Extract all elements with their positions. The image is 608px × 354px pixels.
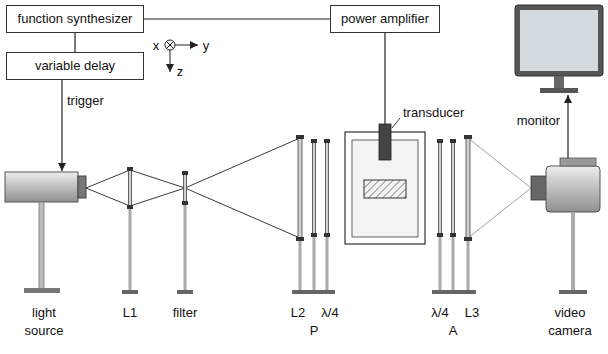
instrument-box: power amplifier (330, 5, 440, 33)
part-label: λ/4 (431, 304, 448, 322)
camera-body (546, 166, 600, 212)
post (313, 237, 316, 290)
post (39, 202, 44, 290)
part-label: video camera (541, 304, 599, 340)
post-base (24, 288, 60, 293)
post-base (292, 290, 308, 294)
post-base (460, 290, 476, 294)
plate-cap (311, 233, 317, 237)
video-cable (567, 95, 568, 158)
lens-cap (464, 237, 472, 241)
instrument-box: function synthesizer (6, 5, 144, 33)
axis-label: z (177, 63, 184, 81)
plate-cap (437, 233, 443, 237)
post (571, 212, 575, 290)
axis-arrow (170, 50, 171, 72)
instrument-box: variable delay (6, 52, 144, 80)
monitor-screen (520, 10, 598, 71)
light-ray (468, 188, 531, 238)
lens-cap (296, 237, 304, 241)
lens (466, 138, 470, 238)
post (326, 237, 329, 290)
part-label: λ/4 (321, 304, 338, 322)
trigger-wire (61, 80, 62, 171)
lens (298, 138, 302, 238)
plate-cap (450, 139, 456, 143)
lens-cap (296, 135, 304, 139)
axis-arrow (175, 45, 198, 46)
plate-cap (437, 139, 443, 143)
polarizer (313, 142, 316, 234)
camera-viewfinder (560, 158, 596, 166)
monitor-frame (515, 5, 603, 76)
lens-cap (464, 135, 472, 139)
light-ray (86, 188, 130, 206)
light-ray (130, 188, 185, 206)
lens-cap (127, 167, 133, 171)
post-base (122, 290, 138, 294)
box-label: variable delay (35, 58, 115, 74)
plate-cap (182, 171, 188, 175)
light-ray (185, 188, 300, 238)
plate-cap (182, 201, 188, 205)
light-ray (130, 170, 185, 188)
lens (129, 170, 132, 206)
part-label: transducer (403, 104, 464, 122)
plate-cap (324, 139, 330, 143)
light-ray (185, 138, 300, 188)
signal-cable (74, 33, 75, 52)
post (129, 209, 132, 290)
post-base (319, 290, 335, 294)
box-label: power amplifier (341, 11, 429, 27)
signal-label: trigger (67, 92, 104, 110)
lens-cap (127, 205, 133, 209)
axis-label: y (203, 37, 210, 55)
leader-line (392, 118, 400, 128)
filter-plate (184, 174, 187, 202)
light-ray (468, 138, 531, 188)
monitor-base (540, 88, 578, 93)
light-ray (86, 170, 130, 188)
axis-into-page (165, 40, 175, 50)
camera-lens (531, 176, 548, 200)
post (452, 237, 455, 290)
drive-wire (384, 33, 385, 124)
analyzer (452, 142, 455, 234)
signal-cable (144, 18, 330, 19)
axis-label: x (153, 37, 160, 55)
axis-cross (167, 42, 174, 49)
wave-plate (326, 142, 329, 234)
part-label: filter (173, 304, 198, 322)
post-base (445, 290, 461, 294)
post-base (177, 290, 193, 294)
part-label: monitor (517, 112, 560, 130)
post-base (559, 290, 587, 294)
plate-cap (450, 233, 456, 237)
plate-cap (324, 233, 330, 237)
monitor-neck (554, 76, 564, 88)
part-label: L1 (123, 304, 137, 322)
transducer-symbol (379, 124, 391, 160)
part-label: P (310, 322, 319, 340)
part-label: L2 (291, 304, 305, 322)
post (299, 241, 302, 290)
sample (364, 180, 406, 198)
post (184, 205, 187, 290)
wave-plate (439, 142, 442, 234)
post (439, 237, 442, 290)
part-label: light source (17, 304, 71, 340)
light-source-body (5, 172, 78, 202)
post (467, 241, 470, 290)
part-label: L3 (465, 304, 479, 322)
part-label: A (449, 322, 458, 340)
light-source-head (78, 176, 86, 198)
box-label: function synthesizer (18, 11, 133, 27)
axis-cross (167, 42, 174, 49)
plate-cap (311, 139, 317, 143)
